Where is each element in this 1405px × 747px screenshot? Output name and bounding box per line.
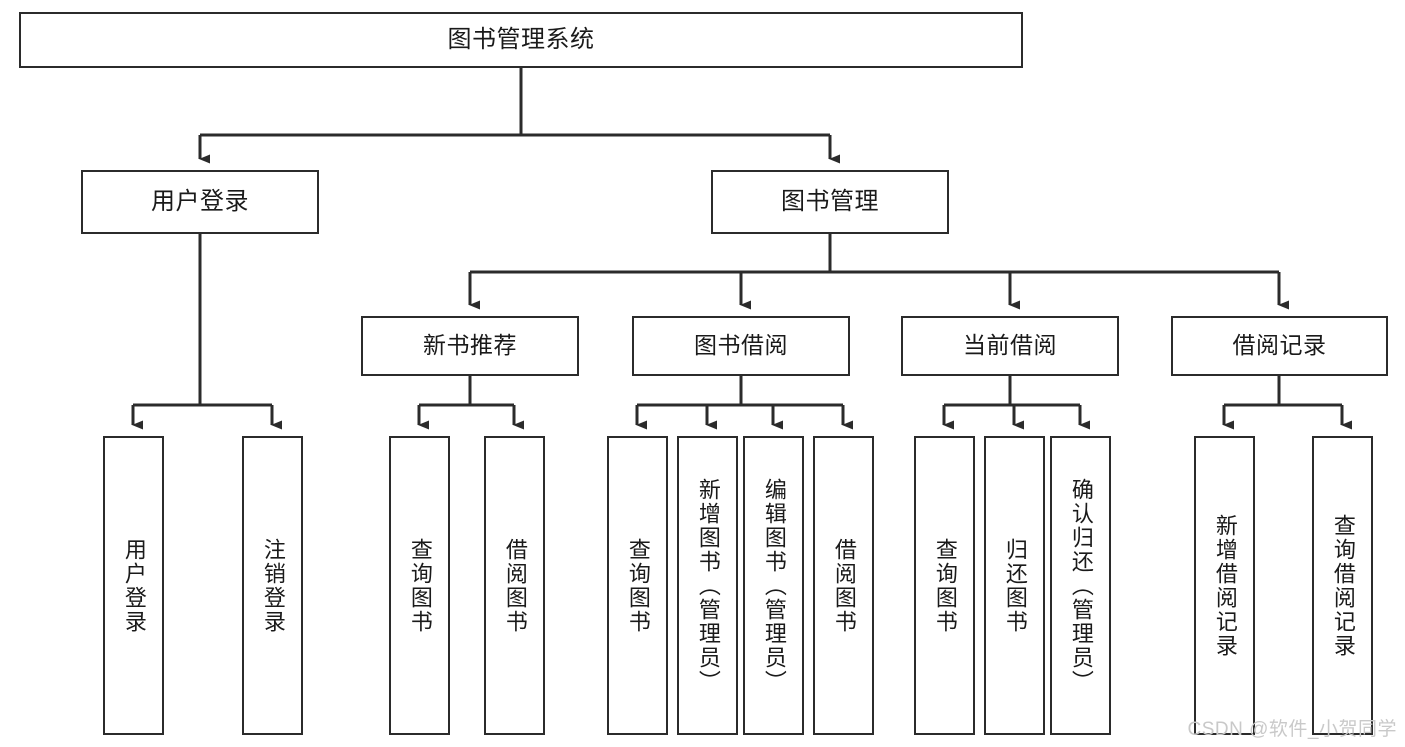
node-leaf-5[interactable]: 新增图书（管理员） bbox=[677, 436, 738, 735]
node-level2-1[interactable]: 图书借阅 bbox=[632, 316, 850, 376]
node-level2-3[interactable]: 借阅记录 bbox=[1171, 316, 1388, 376]
node-leaf-8[interactable]: 查询图书 bbox=[914, 436, 975, 735]
node-label: 查询借阅记录 bbox=[1330, 513, 1356, 658]
node-leaf-6[interactable]: 编辑图书（管理员） bbox=[743, 436, 804, 735]
node-label: 图书管理 bbox=[781, 187, 879, 215]
node-root-system[interactable]: 图书管理系统 bbox=[19, 12, 1023, 68]
node-label: 确认归还（管理员） bbox=[1068, 477, 1094, 694]
node-leaf-10[interactable]: 确认归还（管理员） bbox=[1050, 436, 1111, 735]
edges-records-to-leaves bbox=[1222, 376, 1352, 430]
node-label: 用户登录 bbox=[121, 537, 147, 634]
edges-level1-to-level2 bbox=[468, 234, 1289, 310]
edges-borrow-to-leaves bbox=[635, 376, 853, 430]
edges-newbook-to-leaves bbox=[417, 376, 524, 430]
node-leaf-3[interactable]: 借阅图书 bbox=[484, 436, 545, 735]
node-level1-1[interactable]: 图书管理 bbox=[711, 170, 949, 234]
edges-current-to-leaves bbox=[942, 376, 1090, 430]
edges-userlogin-to-leaves bbox=[131, 234, 282, 430]
node-leaf-12[interactable]: 查询借阅记录 bbox=[1312, 436, 1373, 735]
node-level2-0[interactable]: 新书推荐 bbox=[361, 316, 579, 376]
node-label: 当前借阅 bbox=[963, 332, 1057, 359]
node-leaf-4[interactable]: 查询图书 bbox=[607, 436, 668, 735]
node-label: 编辑图书（管理员） bbox=[761, 477, 787, 694]
node-leaf-11[interactable]: 新增借阅记录 bbox=[1194, 436, 1255, 735]
node-leaf-0[interactable]: 用户登录 bbox=[103, 436, 164, 735]
node-label: 新书推荐 bbox=[423, 332, 517, 359]
node-label: 借阅图书 bbox=[831, 537, 857, 634]
watermark-text: CSDN @软件_小贺同学 bbox=[1187, 719, 1397, 740]
node-label: 归还图书 bbox=[1002, 537, 1028, 634]
node-label: 借阅记录 bbox=[1232, 332, 1327, 359]
node-label: 借阅图书 bbox=[502, 537, 528, 634]
node-label: 新增图书（管理员） bbox=[695, 477, 721, 694]
node-label: 查询图书 bbox=[932, 537, 958, 634]
node-label: 用户登录 bbox=[151, 187, 249, 215]
node-label: 注销登录 bbox=[260, 537, 286, 634]
edges-root-to-level1 bbox=[198, 68, 840, 164]
node-leaf-1[interactable]: 注销登录 bbox=[242, 436, 303, 735]
node-label: 新增借阅记录 bbox=[1212, 513, 1238, 658]
node-leaf-7[interactable]: 借阅图书 bbox=[813, 436, 874, 735]
node-level1-0[interactable]: 用户登录 bbox=[81, 170, 319, 234]
node-label: 查询图书 bbox=[407, 537, 433, 634]
node-label: 图书管理系统 bbox=[447, 25, 595, 53]
node-level2-2[interactable]: 当前借阅 bbox=[901, 316, 1119, 376]
node-leaf-9[interactable]: 归还图书 bbox=[984, 436, 1045, 735]
node-label: 查询图书 bbox=[625, 537, 651, 634]
node-label: 图书借阅 bbox=[694, 332, 788, 359]
node-leaf-2[interactable]: 查询图书 bbox=[389, 436, 450, 735]
